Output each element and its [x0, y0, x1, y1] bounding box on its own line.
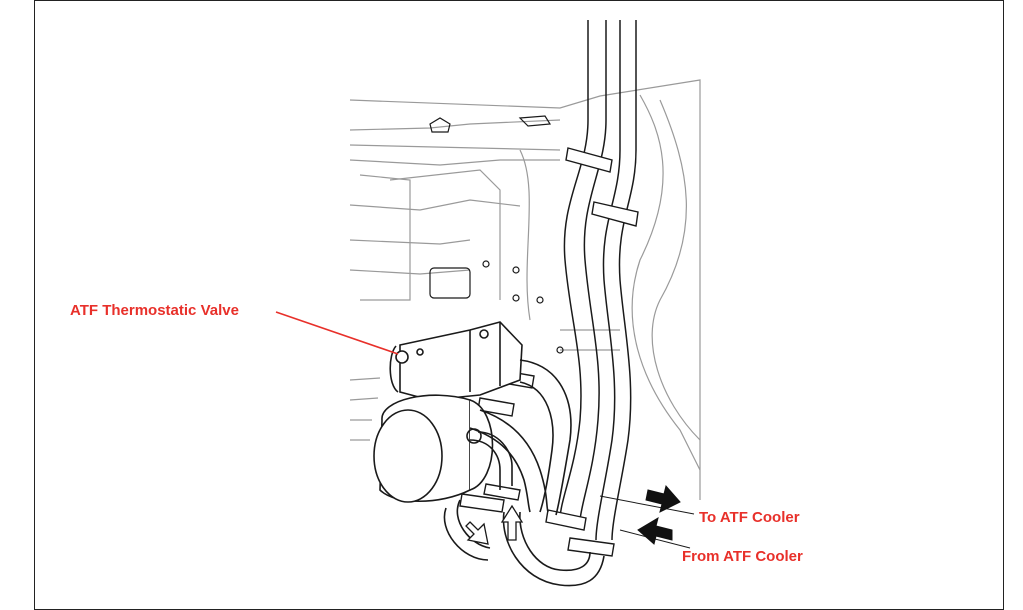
cooler-hoses: [443, 359, 605, 587]
thermostatic-valve-body: [389, 321, 523, 401]
transmission-housing: [349, 79, 701, 500]
housing-details: [429, 115, 564, 354]
thermostatic-valve-label: ATF Thermostatic Valve: [70, 302, 239, 319]
valve-leader-line: [275, 311, 399, 355]
oil-filter-cylinder: [373, 394, 494, 503]
cooler-pipes: [559, 20, 637, 541]
from-cooler-label: From ATF Cooler: [682, 548, 803, 565]
from-cooler-arrow: [619, 516, 691, 549]
to-cooler-arrow: [599, 484, 695, 515]
hose-flow-arrows: [465, 504, 524, 545]
to-cooler-label: To ATF Cooler: [699, 509, 800, 526]
